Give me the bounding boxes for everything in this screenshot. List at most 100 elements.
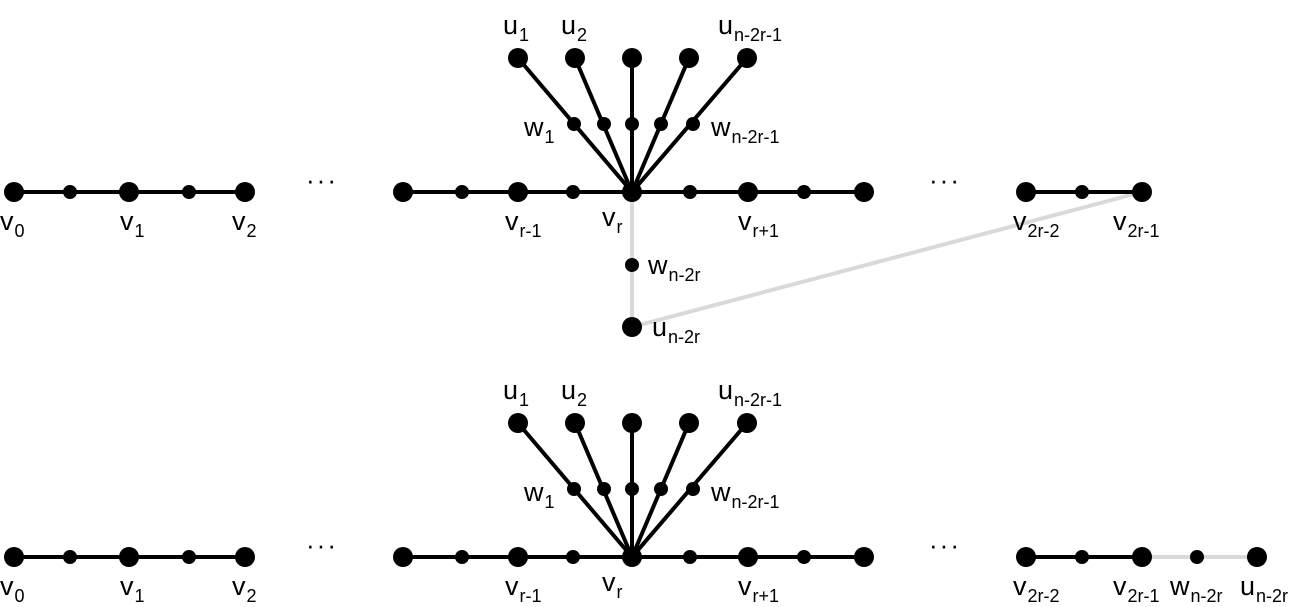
nodes <box>4 413 1267 567</box>
vertex-small <box>566 550 580 564</box>
vertex <box>393 547 413 567</box>
label-un-2r: un-2r <box>1240 571 1288 606</box>
vertex-small <box>625 258 639 272</box>
label-vr: vr <box>602 567 623 602</box>
vertex <box>565 413 585 433</box>
vertex-small <box>455 550 469 564</box>
label-wn-2r: wn-2r <box>1169 571 1223 606</box>
vertex-small <box>797 550 811 564</box>
label-v2r-1: v2r-1 <box>1113 571 1160 606</box>
vertex-small <box>567 482 581 496</box>
vertex <box>854 182 874 202</box>
label-un-2r-1: un-2r-1 <box>718 10 782 45</box>
vertex <box>1016 547 1036 567</box>
vertex-small <box>683 185 697 199</box>
labels: v0 v1 v2 vr-1 vr vr+1 v2r-2 v2r-1 u1 u2 un-2r-1 w1 w… <box>0 10 1160 347</box>
vertex <box>1247 547 1267 567</box>
vertex-small <box>654 482 668 496</box>
label-un-2r-1: un-2r-1 <box>718 375 782 410</box>
vertex <box>622 317 642 337</box>
label-vr-1: vr-1 <box>505 571 542 606</box>
vertex <box>1016 182 1036 202</box>
vertex-small <box>567 117 581 131</box>
vertex <box>4 547 24 567</box>
vertex <box>622 48 642 68</box>
vertex-small <box>63 550 77 564</box>
bottom-graph: ··· ··· v0 v1 v2 vr-1 vr vr+1 v2r-2 v2r-1 u1 u2 un-2… <box>0 375 1288 606</box>
vertex <box>679 48 699 68</box>
label-v2: v2 <box>232 206 257 241</box>
vertex-small <box>686 482 700 496</box>
label-vr: vr <box>602 202 623 237</box>
labels: v0 v1 v2 vr-1 vr vr+1 v2r-2 v2r-1 u1 u2 un-2r-1 w1 w… <box>0 375 1288 606</box>
label-w1: w1 <box>523 477 555 512</box>
label-wn-2r-1: wn-2r-1 <box>710 477 780 512</box>
vertex <box>508 547 528 567</box>
label-vrplus1: vr+1 <box>738 571 779 606</box>
vertex-small <box>1075 550 1089 564</box>
vertex <box>508 413 528 433</box>
vertex-small <box>455 185 469 199</box>
vertex-small <box>182 550 196 564</box>
vertex-small <box>686 117 700 131</box>
vertex-small <box>683 550 697 564</box>
vertex-small <box>1190 550 1204 564</box>
vertex-small <box>566 185 580 199</box>
vertex-small <box>625 482 639 496</box>
vertex <box>738 547 758 567</box>
vertex <box>622 413 642 433</box>
vertex-small <box>63 185 77 199</box>
vertex-small <box>1075 185 1089 199</box>
label-v2r-2: v2r-2 <box>1013 571 1060 606</box>
label-vr-1: vr-1 <box>505 206 542 241</box>
nodes <box>4 48 1152 337</box>
ellipsis: ··· <box>306 165 338 195</box>
vertex <box>738 182 758 202</box>
vertex <box>4 182 24 202</box>
vertex-small <box>597 117 611 131</box>
ellipsis: ··· <box>929 530 961 560</box>
label-v0: v0 <box>0 206 25 241</box>
vertex <box>737 413 757 433</box>
vertex <box>1132 547 1152 567</box>
vertex <box>508 182 528 202</box>
ellipsis: ··· <box>929 165 961 195</box>
label-wn-2r-1: wn-2r-1 <box>710 112 780 147</box>
vertex <box>622 547 642 567</box>
vertex <box>854 547 874 567</box>
vertex-small <box>625 117 639 131</box>
vertex-small <box>797 185 811 199</box>
vertex-small <box>654 117 668 131</box>
vertex <box>1132 182 1152 202</box>
ellipsis: ··· <box>306 530 338 560</box>
vertex <box>622 182 642 202</box>
top-graph: ··· ··· v0 v1 v2 vr-1 vr vr+1 v2r-2 v2r-1 u1 u2 un-2… <box>0 10 1160 347</box>
label-un-2r: un-2r <box>652 312 700 347</box>
label-v1: v1 <box>120 571 145 606</box>
vertex <box>508 48 528 68</box>
label-u2: u2 <box>561 375 587 410</box>
vertex-small <box>182 185 196 199</box>
vertex <box>235 182 255 202</box>
label-v0: v0 <box>0 571 25 606</box>
label-v2: v2 <box>232 571 257 606</box>
vertex <box>235 547 255 567</box>
label-v2r-2: v2r-2 <box>1013 206 1060 241</box>
vertex <box>393 182 413 202</box>
label-u1: u1 <box>503 10 529 45</box>
vertex <box>565 48 585 68</box>
vertex <box>737 48 757 68</box>
vertex <box>119 182 139 202</box>
label-v2r-1: v2r-1 <box>1113 206 1160 241</box>
label-w1: w1 <box>523 112 555 147</box>
label-wn-2r: wn-2r <box>647 250 701 285</box>
label-u1: u1 <box>503 375 529 410</box>
vertex-small <box>597 482 611 496</box>
label-v1: v1 <box>120 206 145 241</box>
vertex <box>679 413 699 433</box>
vertex <box>119 547 139 567</box>
label-vrplus1: vr+1 <box>738 206 779 241</box>
label-u2: u2 <box>561 10 587 45</box>
pendant-edge <box>630 190 1144 329</box>
